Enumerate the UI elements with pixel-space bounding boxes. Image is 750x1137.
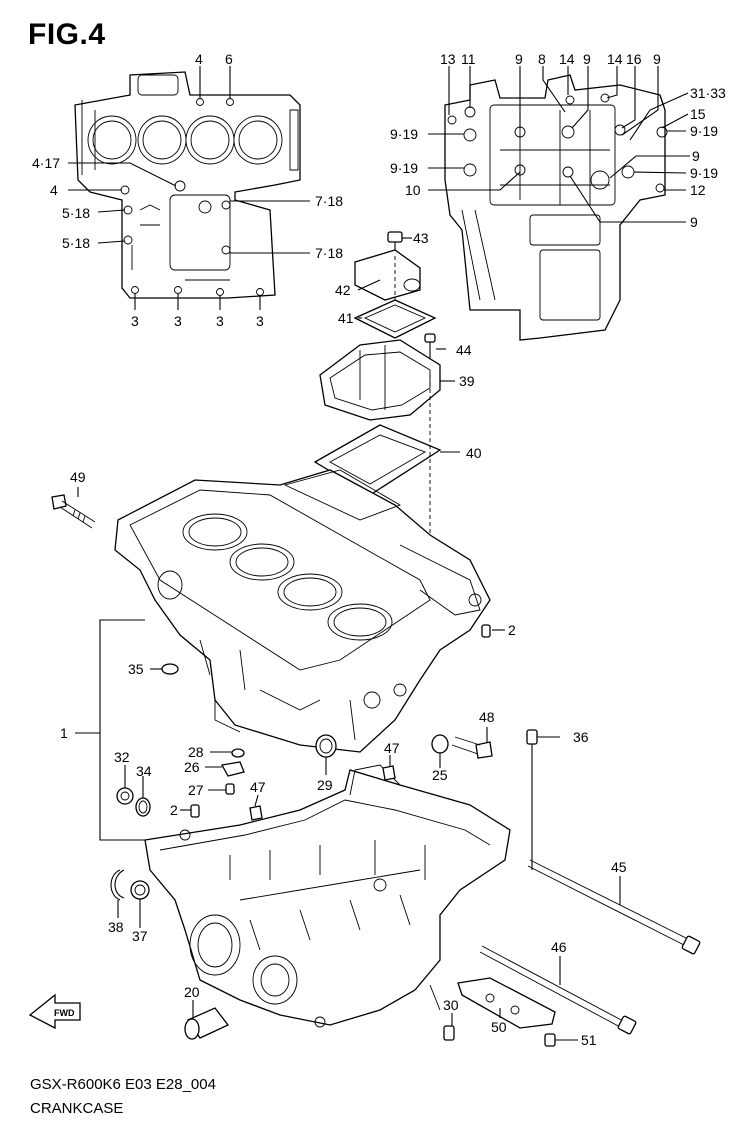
callout-labels: 4 6 4·17 4 5·18 5·18 7·18 7·18 3 3 3 3 1… <box>32 51 726 1048</box>
callout-40: 40 <box>466 445 482 461</box>
callout-38: 38 <box>108 919 124 935</box>
callout-32: 32 <box>114 749 130 765</box>
callout-36: 36 <box>573 729 589 745</box>
callout-3-d: 3 <box>256 313 264 329</box>
callout-46: 46 <box>551 939 567 955</box>
callout-9-b: 9 <box>583 51 591 67</box>
callout-27: 27 <box>188 782 204 798</box>
callout-47-b: 47 <box>250 779 266 795</box>
fwd-arrow-icon <box>28 993 81 1030</box>
callout-11: 11 <box>461 51 476 67</box>
callout-8: 8 <box>538 51 546 67</box>
callout-15: 15 <box>690 106 706 122</box>
callout-4-b: 4 <box>50 182 58 198</box>
figure-title: FIG.4 <box>28 18 106 51</box>
callout-6: 6 <box>225 51 233 67</box>
callout-42: 42 <box>335 282 351 298</box>
callout-14-a: 14 <box>559 51 575 67</box>
callout-39: 39 <box>459 373 475 389</box>
callout-35: 35 <box>128 661 144 677</box>
callout-31-33: 31·33 <box>690 85 726 101</box>
model-code: GSX-R600K6 E03 E28_004 <box>30 1076 216 1093</box>
callout-45: 45 <box>611 859 627 875</box>
callout-9-19-d: 9·19 <box>690 165 718 181</box>
callout-9-d: 9 <box>692 148 700 164</box>
fwd-label: FWD <box>54 1008 75 1018</box>
lower-crankcase <box>144 764 511 1028</box>
callout-34: 34 <box>136 763 152 779</box>
callout-3-c: 3 <box>216 313 224 329</box>
callout-26: 26 <box>184 759 200 775</box>
callout-47-a: 47 <box>384 740 400 756</box>
callout-12: 12 <box>690 182 706 198</box>
callout-29: 29 <box>317 777 333 793</box>
callout-1: 1 <box>60 725 68 741</box>
callout-5-18-a: 5·18 <box>62 205 90 221</box>
small-parts <box>28 494 701 1047</box>
callout-5-18-b: 5·18 <box>62 235 90 251</box>
callout-41: 41 <box>338 310 354 326</box>
callout-50: 50 <box>491 1019 507 1035</box>
callout-37: 37 <box>132 928 148 944</box>
callout-4-17: 4·17 <box>32 155 60 171</box>
leader-lines <box>75 487 621 1041</box>
breather-assembly <box>313 231 460 570</box>
callout-7-18-a: 7·18 <box>315 193 343 209</box>
callout-2-b: 2 <box>170 802 178 818</box>
callout-20: 20 <box>184 984 200 1000</box>
callout-43: 43 <box>413 230 429 246</box>
callout-9-e: 9 <box>690 214 698 230</box>
callout-9-19-b: 9·19 <box>390 126 418 142</box>
callout-30: 30 <box>443 997 459 1013</box>
callout-4: 4 <box>195 51 203 67</box>
callout-9-a: 9 <box>515 51 523 67</box>
callout-9-19-c: 9·19 <box>390 160 418 176</box>
callout-3-b: 3 <box>174 313 182 329</box>
callout-49: 49 <box>70 469 86 485</box>
callout-48: 48 <box>479 709 495 725</box>
callout-44: 44 <box>456 342 472 358</box>
callout-51: 51 <box>581 1032 597 1048</box>
callout-10: 10 <box>405 182 421 198</box>
lower-case-bottom-view <box>428 66 690 341</box>
callout-9-c: 9 <box>653 51 661 67</box>
callout-3-a: 3 <box>131 313 139 329</box>
upper-case-top-view <box>68 66 310 310</box>
upper-crankcase <box>114 469 491 753</box>
callout-14-b: 14 <box>607 51 623 67</box>
callout-7-18-b: 7·18 <box>315 245 343 261</box>
callout-2-a: 2 <box>508 622 516 638</box>
callout-25: 25 <box>432 767 448 783</box>
callout-9-19-a: 9·19 <box>690 123 718 139</box>
callout-13: 13 <box>440 51 456 67</box>
callout-28: 28 <box>188 744 204 760</box>
callout-16: 16 <box>626 51 642 67</box>
figure-caption: CRANKCASE <box>30 1100 124 1117</box>
